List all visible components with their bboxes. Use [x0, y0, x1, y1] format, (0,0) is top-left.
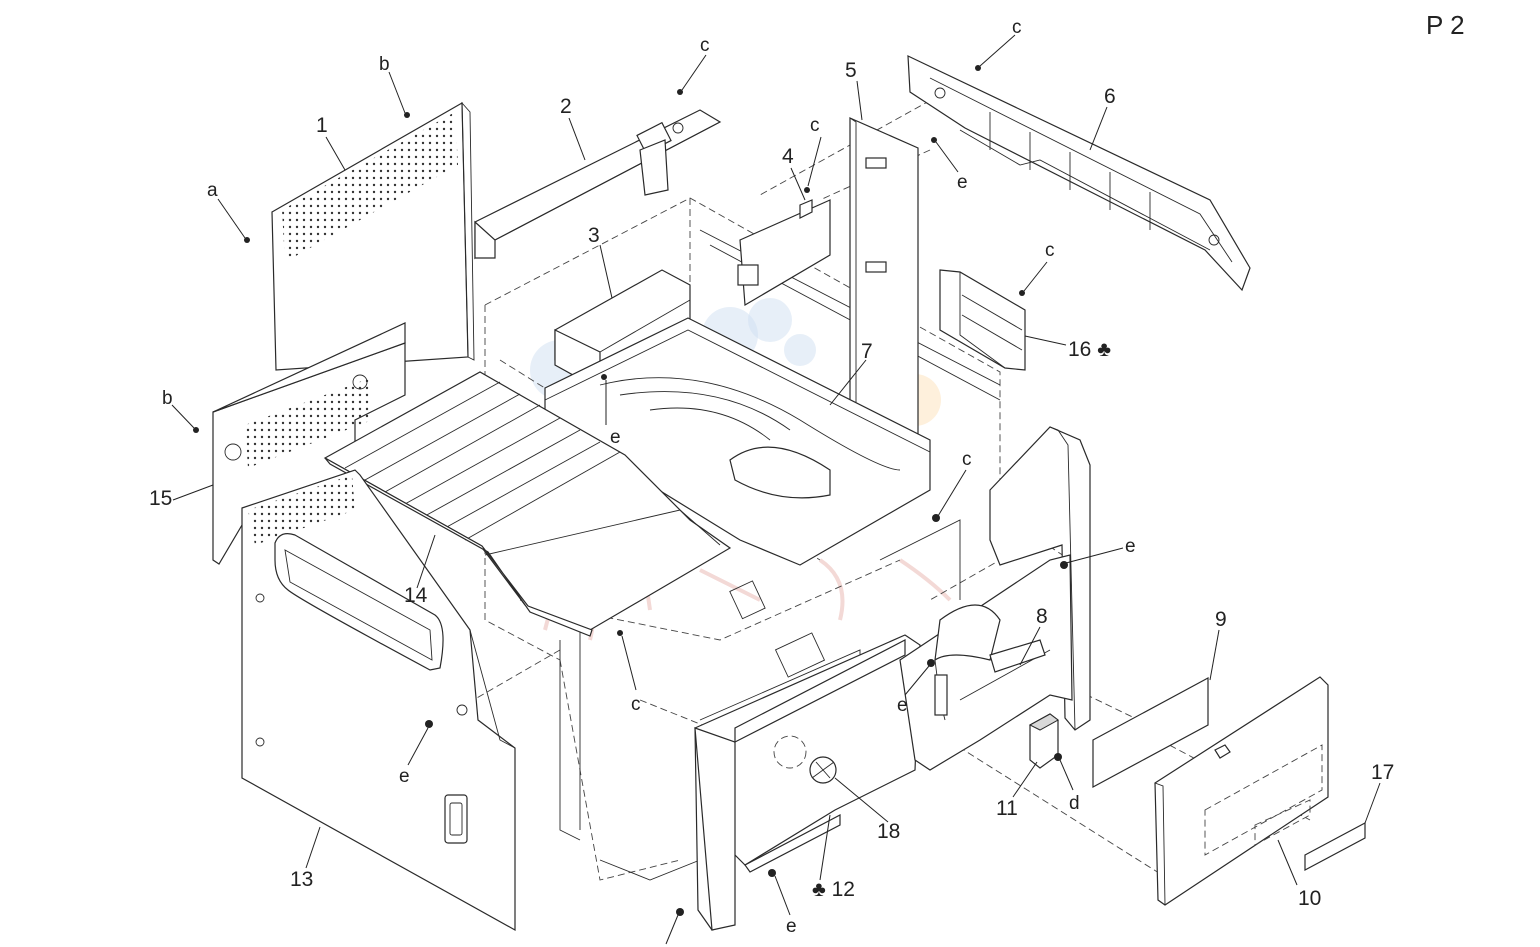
callout-7: 7: [861, 340, 873, 363]
part-10-right-door: [1154, 676, 1329, 906]
callout-11: 11: [996, 797, 1018, 820]
screw-label-e-3: e: [1125, 536, 1136, 557]
callout-4: 4: [782, 145, 794, 168]
screw-letter-labels: a b b c c c c c c d e e e e e e: [162, 17, 1136, 937]
part-1-rear-perforated-panel: [271, 101, 475, 371]
part-8-bracket: [989, 639, 1046, 673]
screw-label-c-1: c: [700, 35, 710, 56]
screw-label-c-2: c: [810, 115, 820, 136]
screw-label-e-6: e: [786, 916, 797, 937]
screw-label-e-1: e: [957, 172, 968, 193]
callout-14: 14: [404, 584, 428, 607]
screw-label-b-top: b: [379, 54, 390, 75]
part-9-label-sheet: [1092, 676, 1209, 789]
screw-label-e-5: e: [399, 766, 410, 787]
part-11-switch: [1028, 713, 1059, 769]
screw-label-a: a: [207, 180, 218, 201]
callout-10: 10: [1298, 887, 1321, 910]
callout-16: 16 ♣: [1068, 338, 1111, 361]
part-5-vertical-plate: [849, 117, 919, 446]
callout-2: 2: [560, 95, 572, 118]
callout-18: 18: [877, 820, 900, 843]
callout-3: 3: [588, 224, 600, 247]
screw-label-c-5: c: [962, 449, 972, 470]
callout-13: 13: [290, 868, 313, 891]
callout-1: 1: [316, 114, 328, 137]
part-4-bracket: [737, 199, 831, 307]
part-13-left-side-cover: [241, 469, 516, 932]
part-12-front-cover: [694, 634, 921, 931]
screw-label-e-4: e: [897, 695, 908, 716]
right-front-frame: [899, 426, 1091, 771]
screw-label-c-6: c: [631, 694, 641, 715]
callout-9: 9: [1215, 608, 1227, 631]
part-7-paper-guide-tray: [544, 317, 931, 566]
part-2-top-rail: [474, 109, 722, 260]
callout-5: 5: [845, 59, 857, 82]
part-callouts: 1 2 3 4 5 6 7 8 9 10 11 ♣ 12 13 14 15 16…: [149, 59, 1394, 910]
leader-lines: [171, 34, 1381, 945]
part-17-small-label: [1304, 822, 1366, 871]
part-6-top-rear-cover: [907, 55, 1251, 292]
callout-17: 17: [1371, 761, 1394, 784]
part-16-small-cover: [939, 269, 1026, 371]
screw-label-c-3: c: [1012, 17, 1022, 38]
page-label: P 2: [1426, 10, 1465, 40]
screw-label-b-left: b: [162, 388, 173, 409]
screw-label-d: d: [1069, 793, 1080, 814]
screw-label-e-2: e: [610, 427, 621, 448]
callout-6: 6: [1104, 85, 1116, 108]
callout-8: 8: [1036, 605, 1048, 628]
callout-15: 15: [149, 487, 172, 510]
callout-12: ♣ 12: [812, 878, 855, 901]
screw-label-c-4: c: [1045, 240, 1055, 261]
